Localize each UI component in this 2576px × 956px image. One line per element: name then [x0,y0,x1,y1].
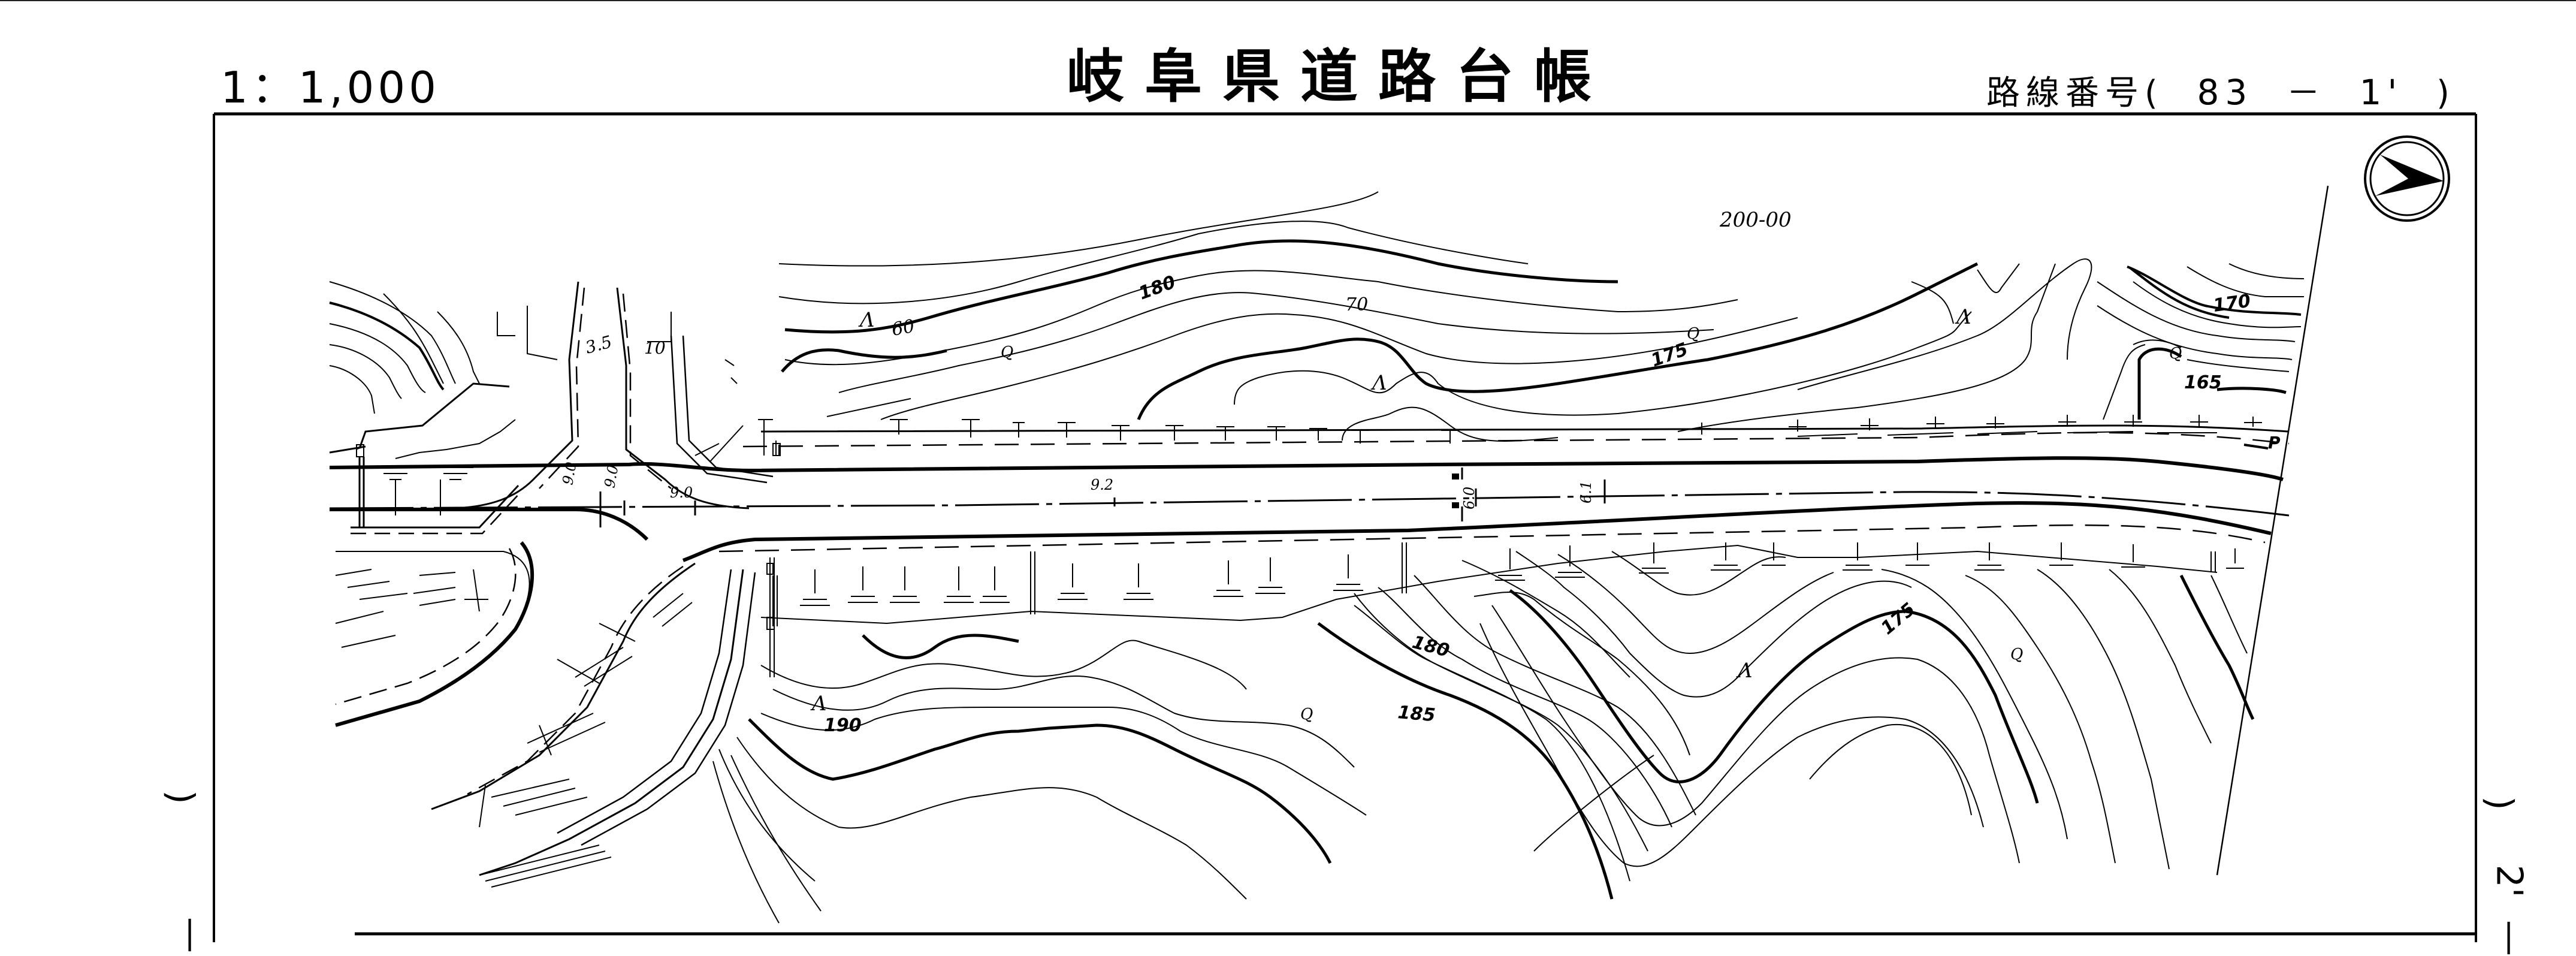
north-arrow-icon [2364,135,2450,222]
sheet-match-line [2216,185,2329,876]
road-centerline [329,491,2290,517]
map-frame [213,112,2477,942]
road-edge-south [682,501,2272,562]
field-symbol: Q [1300,705,1313,723]
wasteland-symbol: Λ [1370,371,1387,395]
road-edge-north-west [330,508,649,541]
centerline-label: 9.0 [670,484,693,501]
point-marker: P [2268,433,2281,453]
route-section: 1' [2359,72,2403,113]
map-symbols: Λ Λ Λ Λ Λ Q Q Q Q Q P [810,305,2281,723]
road-width-left: 3.5 [583,331,614,357]
centerline-label: 9.0 [559,461,579,486]
centerline-label: 9.0 [601,464,621,489]
contour-label: 175 [1877,599,1919,639]
contours-south [712,551,2255,924]
contour-label: 180 [1410,632,1452,662]
contour-label: 180 [1136,272,1179,304]
south-slope-hachures [760,542,2244,626]
route-close: ) [2436,74,2456,113]
centerline-label: 9.2 [1091,477,1113,493]
page-title: 岐阜県道路台帳 [1067,43,1612,110]
contour-label: 70 [1345,294,1368,315]
centerline-label: 6.1 [1578,481,1594,503]
contours-north [778,191,2305,442]
side-road-north [329,281,781,535]
field-symbol: Q [2169,345,2182,363]
signpost-icon [1452,502,1459,508]
route-number-value: 83 [2197,72,2254,113]
field-symbol: Q [1687,325,1699,343]
wasteland-symbol: Λ [858,308,875,332]
contour-label: 190 [824,715,862,736]
centerline-label: 6.0 [1461,487,1478,509]
signpost-icon [1452,474,1459,479]
sheet-top-edge [0,0,2576,1]
field-symbol: Q [2010,646,2023,664]
road-width-right: 10 [644,338,666,358]
row-line-south [718,524,2266,553]
side-road-south [335,541,775,888]
wasteland-symbol: Λ [810,692,827,716]
route-number: 路線番号( 83 － 1' ) [1986,75,2456,110]
road-annotations: 3.5 10 9.0 9.0 9.0 9.2 6.0 6.1 [559,331,1606,527]
contour-label: 60 [890,316,916,340]
slope-top-north [760,424,2290,433]
handwritten-note: 200-00 [1719,208,1792,232]
contour-label: 170 [2212,291,2252,316]
contour-label: 165 [2184,372,2222,393]
wasteland-symbol: Λ [1955,305,1971,329]
road-edge-north [329,456,2284,481]
map-scale: 1：1,000 [221,62,440,113]
main-road [329,424,2290,562]
contour-label: 185 [1397,702,1436,726]
route-label: 路線番号( [1986,74,2164,113]
route-dash: － [2286,74,2326,113]
wasteland-symbol: Λ [1736,659,1753,683]
north-slope-hachures [826,398,2262,444]
field-symbol: Q [1001,343,1013,361]
row-line-north [742,432,2290,448]
